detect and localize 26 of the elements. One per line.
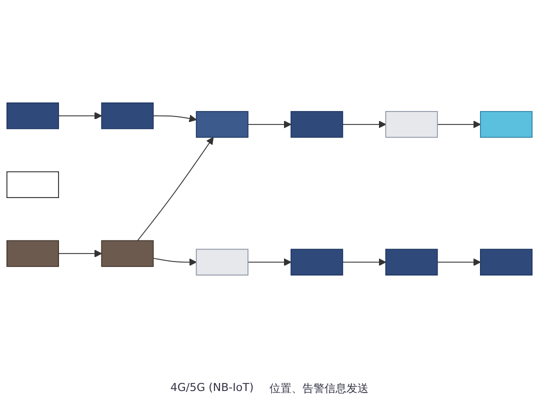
arrow: [342, 120, 386, 128]
arrow: [436, 120, 481, 128]
node-box: [196, 248, 248, 276]
arrow: [248, 258, 292, 266]
arrow: [137, 136, 214, 241]
node-box: [385, 110, 438, 138]
node-box: [480, 110, 533, 138]
arrow: [152, 114, 197, 122]
arrow: [58, 249, 102, 257]
node-box: [6, 102, 59, 129]
node-box: [196, 110, 248, 138]
node-box: [6, 170, 59, 198]
arrow: [58, 112, 102, 120]
node-box: [290, 248, 344, 276]
node-box: [101, 240, 154, 266]
node-box: [480, 248, 533, 276]
node-box: [6, 240, 59, 266]
note-text: 位置、告警信息发送: [270, 381, 369, 396]
node-box: [290, 110, 344, 138]
arrow: [342, 258, 386, 266]
arrow: [436, 258, 481, 266]
arrow: [152, 257, 197, 266]
arrow: [248, 120, 292, 128]
note-text: 4G/5G (NB-IoT): [170, 381, 254, 396]
node-box: [101, 102, 154, 129]
node-box: [385, 248, 438, 276]
